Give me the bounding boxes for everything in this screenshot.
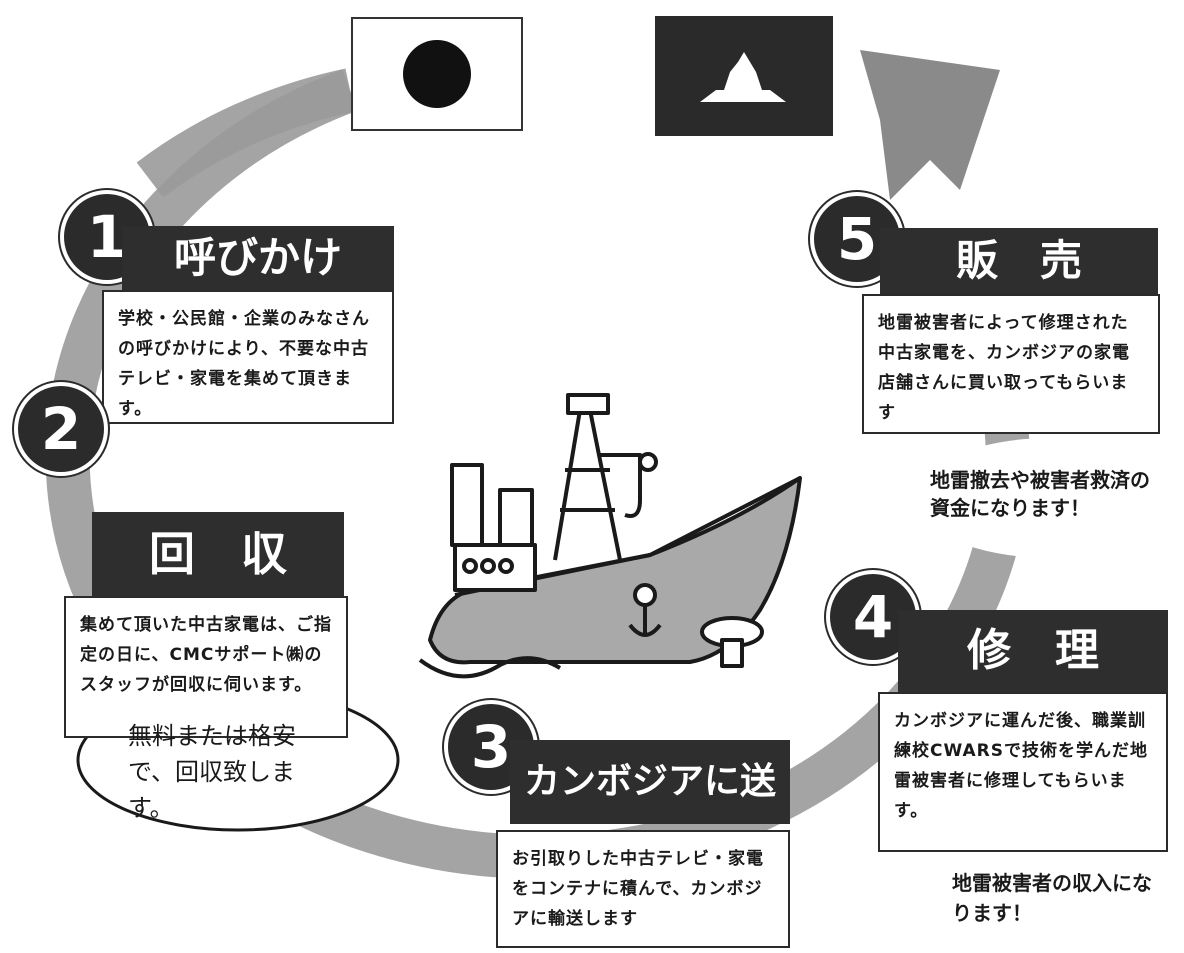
step-3-title: カンボジアに送る (510, 740, 790, 886)
callout-mine-fund: 地雷撤去や被害者救済の資金になります！ (930, 468, 1150, 520)
step-4-description: カンボジアに運んだ後、職業訓練校CWARSで技術を学んだ地雷被害者に修理してもら… (878, 692, 1168, 852)
step-3-description: お引取りした中古テレビ・家電をコンテナに積んで、カンボジアに輸送します (496, 830, 790, 948)
cycle-arrowhead (860, 50, 1000, 200)
japan-flag-sun (403, 40, 471, 108)
callout-collection-free: 無料または格安で、回収致します。 (128, 722, 296, 822)
step-1-description: 学校・公民館・企業のみなさんの呼びかけにより、不要な中古テレビ・家電を集めて頂き… (102, 290, 394, 424)
step-2-description: 集めて頂いた中古家電は、ご指定の日に、CMCサポート㈱のスタッフが回収に伺います… (64, 596, 348, 738)
step-5-title: 販 売 (880, 228, 1158, 294)
angkor-wat-icon (700, 52, 786, 102)
ship-illustration (418, 393, 802, 679)
step-5-description: 地雷被害者によって修理された中古家電を、カンボジアの家電店舗さんに買い取ってもら… (862, 294, 1160, 434)
japan-flag (351, 17, 523, 131)
step-4-title: 修 理 (898, 610, 1168, 692)
step-1-title: 呼びかけ (122, 226, 394, 290)
step-2-title: 回 収 (92, 512, 344, 596)
cambodia-flag (655, 16, 833, 136)
cycle-arrow-ring-upper-left (136, 68, 355, 198)
step-2-number-badge: 2 (14, 382, 108, 476)
callout-victim-income: 地雷被害者の収入になります！ (952, 871, 1152, 925)
